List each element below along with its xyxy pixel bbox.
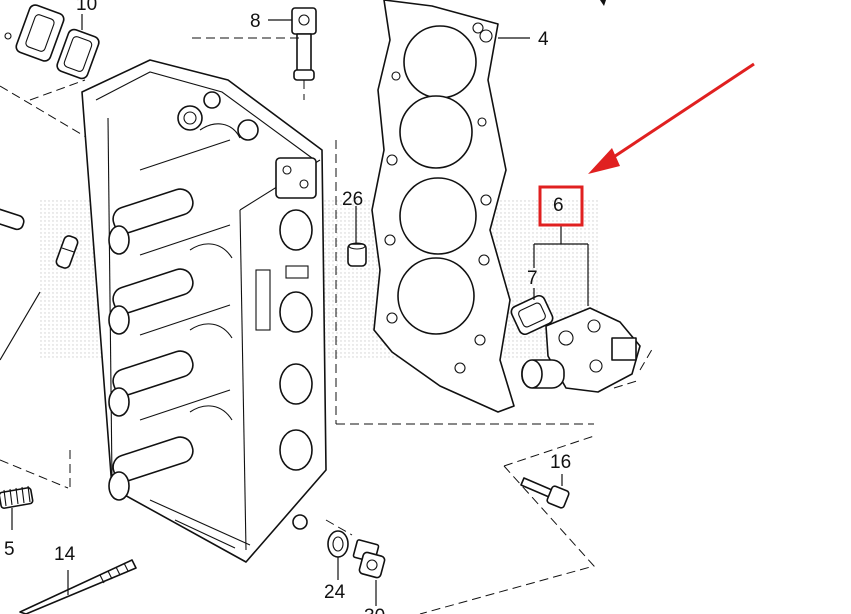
callout-14: 14 [54, 544, 76, 565]
callout-7: 7 [527, 268, 538, 289]
part-7-gasket [510, 294, 554, 336]
part-14-stud [19, 559, 137, 614]
left-dowel [55, 235, 79, 269]
part-4-head-gasket [371, 0, 515, 413]
callout-16: 16 [550, 452, 571, 473]
part-5-spring [0, 485, 34, 509]
callout-4: 4 [538, 29, 549, 50]
callout-8: 8 [250, 11, 261, 32]
callout-26: 26 [342, 189, 363, 210]
part-30-plug-bolt [352, 539, 386, 579]
highlight-box [538, 185, 584, 227]
part-16-bolt [520, 477, 570, 509]
cam-journals [108, 188, 194, 501]
part-26-dowel [347, 242, 367, 267]
edge-mark [600, 0, 606, 6]
part-6-solenoid [521, 307, 641, 393]
highlight-arrow [588, 62, 755, 174]
part-10-gasket [4, 4, 100, 80]
part-8-sensor [291, 7, 317, 81]
callout-6: 6 [553, 195, 564, 216]
callout-24: 24 [324, 582, 346, 603]
left-pin [0, 207, 25, 231]
callout-10: 10 [76, 0, 97, 15]
cylinder-head [81, 59, 327, 563]
callout-5: 5 [4, 539, 15, 560]
callout-30: 30 [364, 606, 385, 614]
part-24-washer [327, 530, 349, 558]
